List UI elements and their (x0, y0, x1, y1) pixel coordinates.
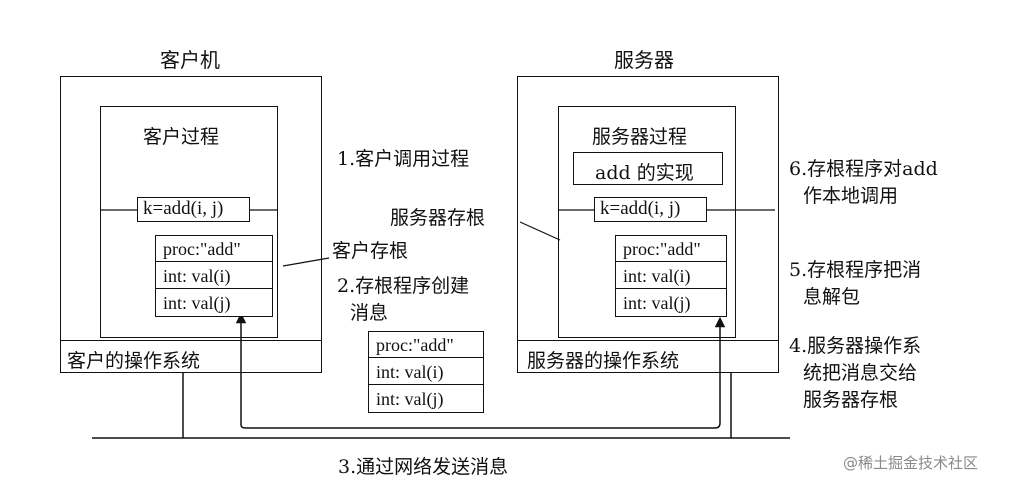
server-impl-box (573, 152, 723, 185)
transit-message-row: int: val(i) (369, 359, 483, 385)
server-process (558, 106, 736, 338)
server-stub-pointer (519, 221, 561, 241)
step-6-line1: 6.存根程序对add (789, 158, 938, 180)
step-2-line2: 消息 (350, 302, 389, 324)
server-machine-title: 服务器 (614, 48, 674, 72)
client-stub-row: int: val(i) (156, 263, 272, 289)
client-call-box (137, 197, 250, 222)
step-5-line2: 息解包 (803, 286, 861, 308)
server-process-label: 服务器过程 (592, 126, 688, 148)
client-os-bar (60, 340, 322, 373)
server-stub-row: int: val(j) (623, 293, 691, 313)
step-4-line2: 统把消息交给 (803, 362, 918, 384)
server-stub-row: proc:"add" (616, 236, 726, 262)
transit-message-row: proc:"add" (369, 332, 483, 358)
step-4-line3: 服务器存根 (803, 389, 899, 411)
step-5-line1: 5.存根程序把消 (789, 259, 922, 281)
client-process (100, 106, 278, 338)
server-stub-row: int: val(i) (616, 263, 726, 289)
server-stub-message: proc:"add" int: val(i) int: val(j) (615, 235, 727, 317)
client-stub-label: 客户存根 (332, 240, 409, 262)
transit-message-row: int: val(j) (376, 389, 444, 409)
client-stub-message: proc:"add" int: val(i) int: val(j) (155, 235, 273, 317)
server-os-label: 服务器的操作系统 (527, 350, 680, 372)
transit-message: proc:"add" int: val(i) int: val(j) (368, 331, 484, 413)
server-call-label: k=add(i, j) (600, 198, 681, 219)
step-2-line1: 2.存根程序创建 (337, 275, 470, 297)
watermark: @稀土掘金技术社区 (843, 454, 979, 472)
client-stub-row: int: val(j) (163, 293, 231, 313)
step-1: 1.客户调用过程 (337, 148, 470, 170)
client-os-label: 客户的操作系统 (67, 350, 201, 372)
server-call-box (594, 197, 707, 222)
step-3: 3.通过网络发送消息 (338, 456, 509, 478)
step-4-line1: 4.服务器操作系 (789, 335, 922, 357)
client-process-label: 客户过程 (143, 126, 220, 148)
server-impl-label: add 的实现 (595, 162, 694, 184)
client-machine-title: 客户机 (160, 48, 220, 72)
client-stub-row: proc:"add" (156, 236, 272, 262)
server-os-bar (517, 340, 779, 373)
client-call-label: k=add(i, j) (143, 198, 224, 219)
server-stub-label: 服务器存根 (390, 207, 486, 229)
step-6-line2: 作本地调用 (803, 185, 899, 207)
message-path-arrow (235, 312, 726, 429)
